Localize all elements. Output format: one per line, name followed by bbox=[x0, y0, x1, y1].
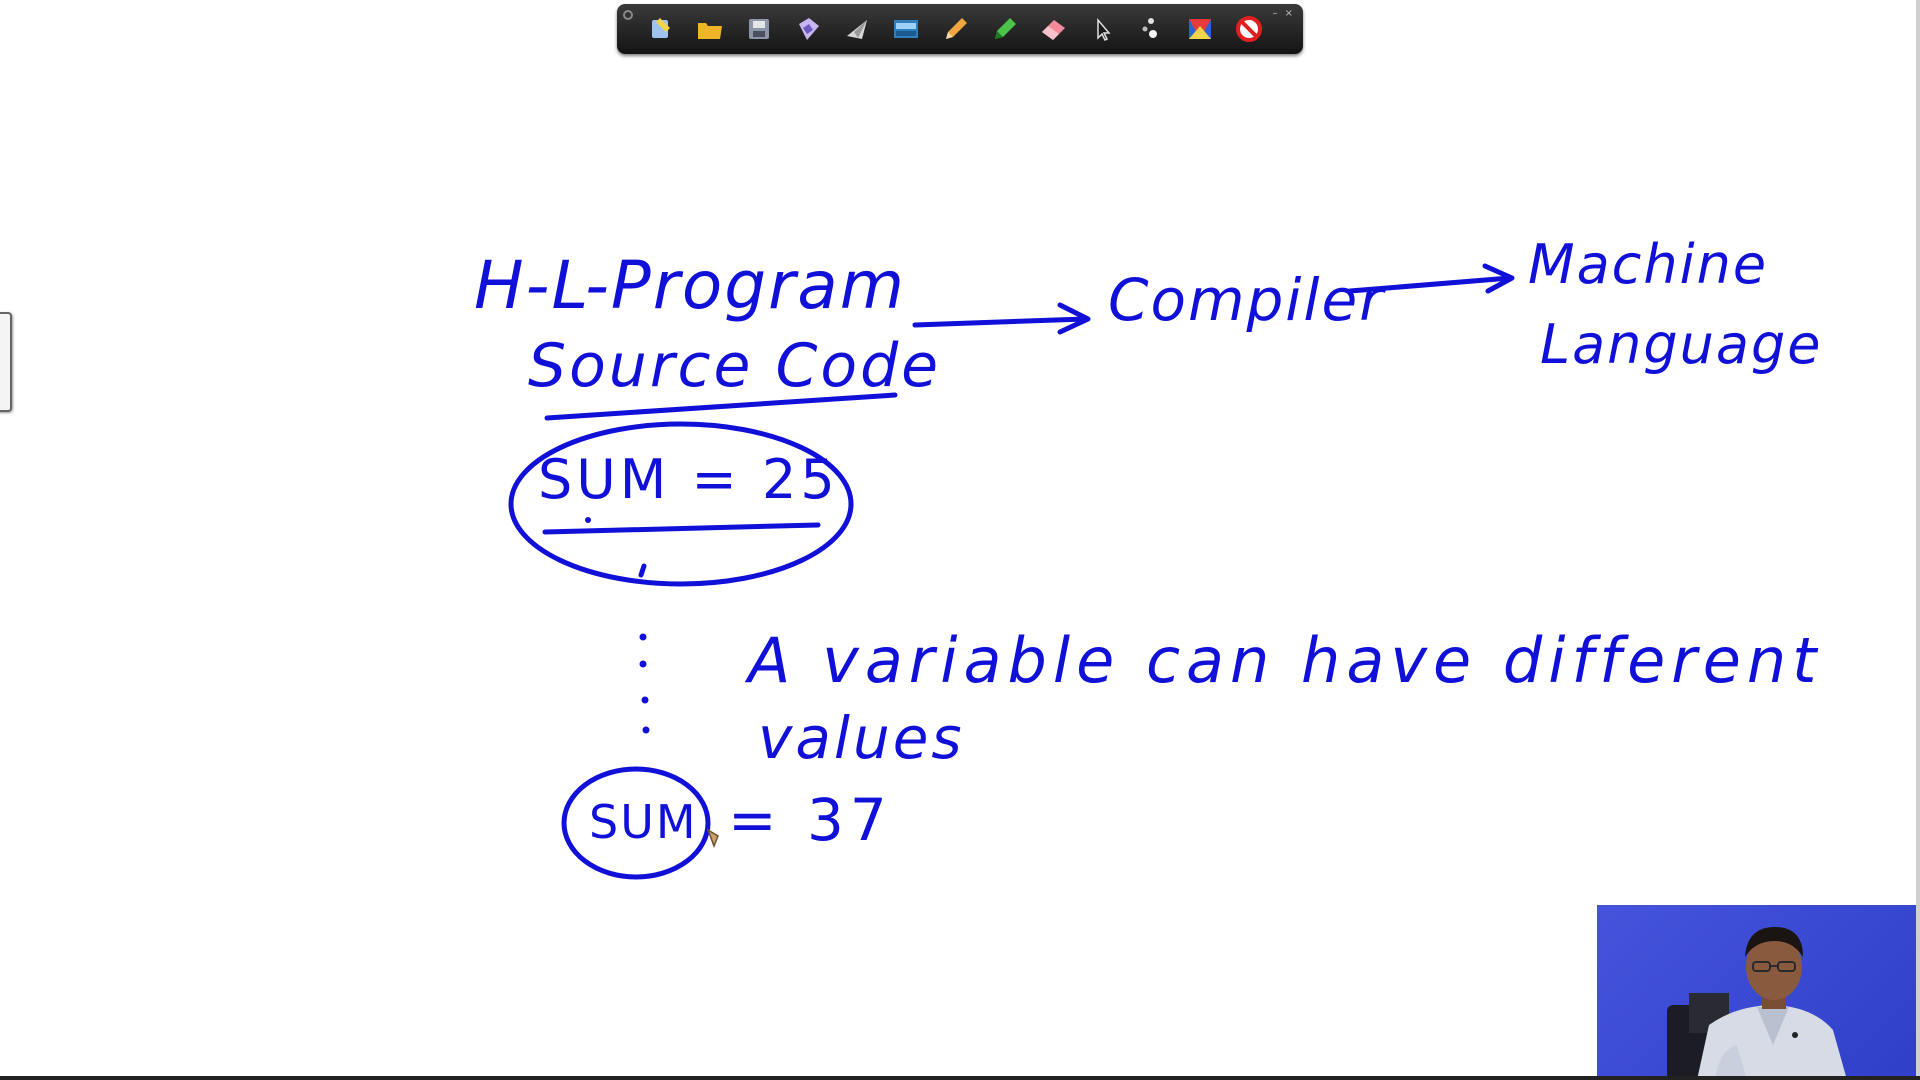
board-text-note-line1: A variable can have different bbox=[744, 624, 1822, 697]
color-palette-button[interactable] bbox=[1180, 9, 1220, 49]
pointer-button[interactable] bbox=[1082, 9, 1122, 49]
board-text-sum-25: SUM = 25 bbox=[538, 448, 839, 511]
presenter-image bbox=[1667, 927, 1847, 1080]
source-code-underline bbox=[544, 392, 898, 421]
board-text-note-line2: values bbox=[758, 704, 965, 772]
arrow-to-machine-language bbox=[1347, 263, 1515, 294]
laser-dots-icon bbox=[1142, 18, 1157, 38]
toolbar-grip-icon[interactable] bbox=[623, 10, 633, 20]
save-button[interactable] bbox=[739, 9, 779, 49]
close-button[interactable] bbox=[1229, 9, 1269, 49]
arrow-to-compiler bbox=[912, 302, 1091, 335]
sum-37-ellipse bbox=[561, 766, 711, 880]
folder-icon bbox=[698, 23, 722, 39]
board-text-machine: Machine bbox=[1528, 233, 1768, 296]
toolbar-window-controls[interactable]: – × bbox=[1272, 8, 1295, 19]
send-button[interactable] bbox=[837, 9, 877, 49]
page-icon bbox=[799, 18, 819, 40]
color-palette-icon bbox=[1189, 19, 1211, 39]
open-folder-button[interactable] bbox=[690, 9, 730, 49]
screen-capture-button[interactable] bbox=[886, 9, 926, 49]
annotation-toolbar: – × bbox=[617, 4, 1303, 54]
screen-icon bbox=[894, 20, 918, 38]
highlighter-icon bbox=[995, 18, 1016, 39]
pen-cursor-icon bbox=[706, 828, 719, 849]
dotted-continuation bbox=[639, 633, 650, 734]
board-text-sum: SUM bbox=[589, 795, 698, 849]
screen-bottom-edge bbox=[0, 1076, 1920, 1080]
eraser-icon bbox=[1042, 20, 1065, 40]
pen-tool-button[interactable] bbox=[641, 9, 681, 49]
pen-tool-icon bbox=[652, 18, 670, 38]
highlighter-button[interactable] bbox=[984, 9, 1024, 49]
board-text-source-code: Source Code bbox=[528, 331, 941, 401]
board-text-compiler: Compiler bbox=[1108, 266, 1386, 334]
sum-25-underline bbox=[542, 522, 821, 535]
close-stop-icon bbox=[1236, 16, 1262, 42]
save-icon bbox=[749, 19, 769, 39]
screen-right-edge bbox=[1916, 0, 1920, 1080]
pointer-icon bbox=[1097, 17, 1111, 42]
ink-dot bbox=[585, 517, 591, 523]
pencil-button[interactable] bbox=[935, 9, 975, 49]
send-icon bbox=[847, 20, 867, 39]
board-text-language: Language bbox=[1540, 313, 1823, 376]
board-text-hl-program: H-L-Program bbox=[474, 247, 906, 324]
ink-tick bbox=[638, 563, 647, 578]
board-text-equals-37: = 37 bbox=[728, 786, 893, 854]
laser-pointer-button[interactable] bbox=[1131, 9, 1171, 49]
sum-25-ellipse bbox=[508, 421, 854, 587]
eraser-button[interactable] bbox=[1033, 9, 1073, 49]
new-page-button[interactable] bbox=[788, 9, 828, 49]
side-panel-tab[interactable] bbox=[0, 312, 12, 412]
pencil-icon bbox=[946, 18, 967, 39]
presenter-webcam-video bbox=[1597, 905, 1920, 1080]
